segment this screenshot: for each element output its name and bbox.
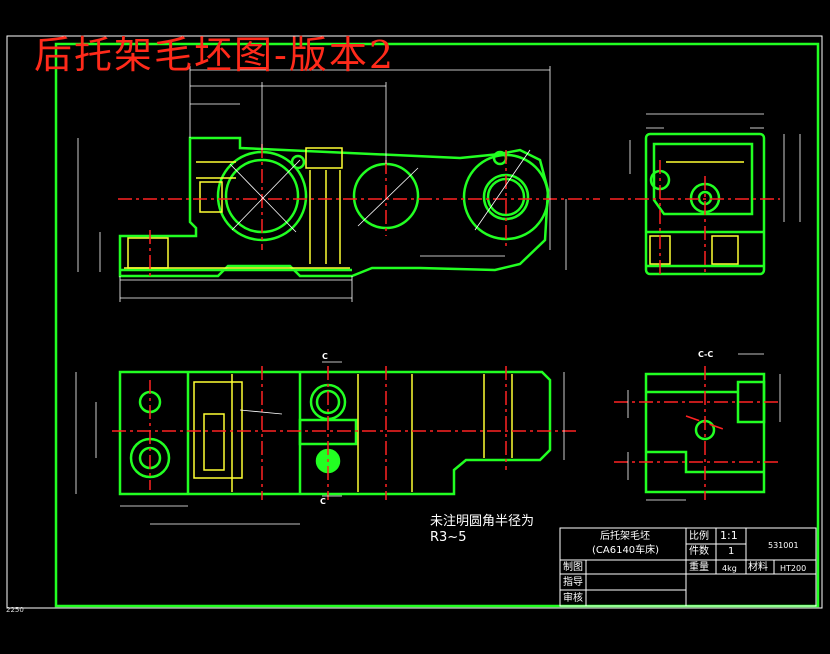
tb-part-name: 后托架毛坯 [600, 531, 650, 542]
drawing-title: 后托架毛坯图-版本2 [34, 33, 396, 77]
note-line-1: 未注明圆角半径为 [430, 514, 535, 529]
tb-weight-label: 重量 [689, 562, 709, 573]
tb-row-review: 审核 [563, 593, 583, 604]
side-view [610, 113, 801, 276]
outer-frame [6, 35, 823, 609]
tb-qty-label: 件数 [689, 546, 709, 557]
tb-qty-value: 1 [728, 546, 735, 557]
tb-scale-value: 1:1 [720, 529, 738, 542]
note-line-2: R3~5 [430, 530, 467, 545]
section-marker-top: C [322, 352, 328, 361]
tb-row-drawn: 制图 [563, 562, 583, 573]
tb-machine: (CA6140车床) [592, 545, 660, 556]
title-block [559, 527, 817, 607]
section-marker-bottom: C [320, 497, 326, 506]
corner-tag: 2250 [6, 606, 24, 614]
tb-drawing-no: 531001 [768, 541, 799, 550]
tb-scale-label: 比例 [689, 531, 709, 542]
tb-weight-value: 4kg [722, 564, 737, 573]
top-view [75, 361, 580, 525]
tb-material-value: HT200 [780, 564, 807, 573]
section-view-label: C-C [698, 350, 714, 359]
section-view [614, 353, 781, 501]
inner-frame [54, 42, 820, 608]
tb-row-guide: 指导 [563, 577, 583, 588]
front-view [77, 66, 600, 302]
tb-material-label: 材料 [748, 562, 768, 573]
